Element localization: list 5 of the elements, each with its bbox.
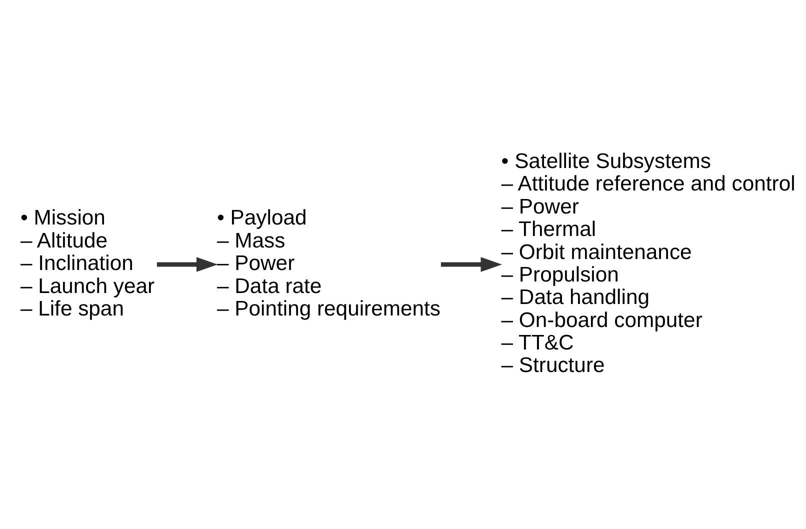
- arrow: [440, 257, 502, 272]
- arrow: [156, 257, 218, 272]
- node-text: • Mission – Altitude – Inclination – Launch year – Life span: [20, 206, 155, 320]
- node-text: • Payload – Mass – Power – Data rate – Pointing requirements: [217, 206, 440, 320]
- node-text: • Satellite Subsystems – Attitude reference and control – Power – Thermal – Orbit maintenance – Propulsion – Data handling – On-board computer – TT&C – Structure: [501, 150, 796, 378]
